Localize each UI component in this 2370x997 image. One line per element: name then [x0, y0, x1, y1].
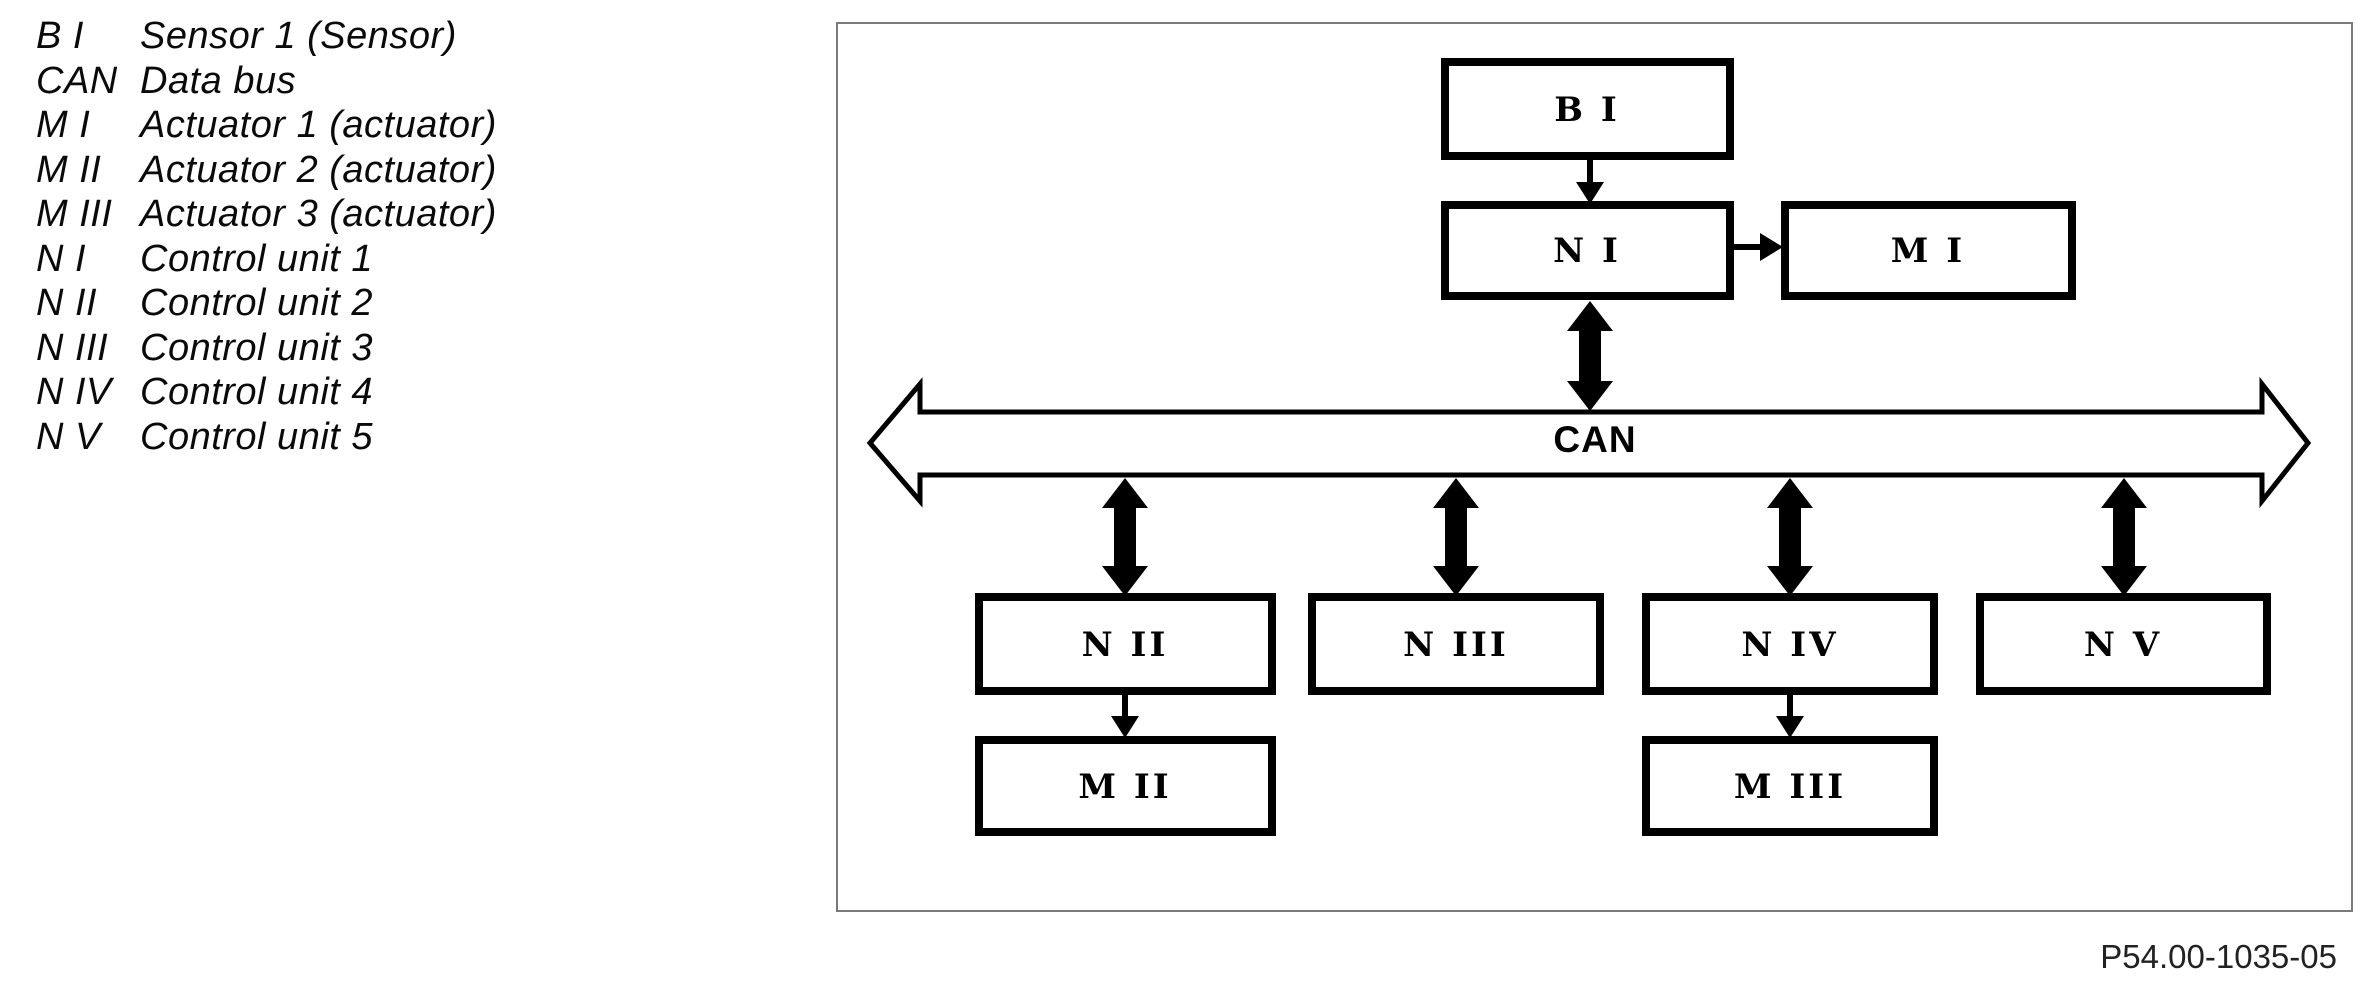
node-miii-label: M III — [1734, 767, 1846, 807]
legend-row: N III Control unit 3 — [36, 326, 497, 371]
bus-link-niv — [1767, 478, 1813, 596]
legend-key: M II — [36, 148, 102, 191]
legend-row: B I Sensor 1 (Sensor) — [36, 14, 497, 59]
node-nv-box — [1976, 593, 2271, 695]
node-ni-label: N I — [1553, 231, 1621, 271]
arrow-niv-to-miii — [1776, 691, 1804, 738]
reference-number: P54.00-1035-05 — [2100, 938, 2337, 975]
diagram-frame — [836, 22, 2353, 912]
node-niii-label: N III — [1403, 625, 1509, 665]
legend-key: CAN — [36, 59, 118, 102]
legend-row: N V Control unit 5 — [36, 415, 497, 460]
bus-link-ni — [1567, 301, 1613, 411]
node-bi: B I — [1441, 58, 1734, 160]
node-niii-box — [1308, 593, 1604, 695]
node-niv: N IV — [1642, 593, 1938, 695]
node-nii: N II — [975, 593, 1276, 695]
node-ni: N I — [1441, 201, 1734, 300]
node-nii-label: N II — [1082, 625, 1169, 665]
legend-row: N II Control unit 2 — [36, 281, 497, 326]
node-nii-box — [975, 593, 1276, 695]
node-nv-label: N V — [2084, 625, 2162, 665]
legend-row: M II Actuator 2 (actuator) — [36, 148, 497, 193]
node-bi-label: B I — [1554, 90, 1619, 130]
can-bus-arrow — [866, 376, 2312, 509]
legend-row: CAN Data bus — [36, 59, 497, 104]
arrow-bi-to-ni — [1576, 156, 1604, 204]
node-mi-label: M I — [1891, 231, 1965, 271]
legend-description: Control unit 3 — [140, 326, 374, 369]
legend-description: Control unit 1 — [140, 237, 374, 280]
legend-row: M I Actuator 1 (actuator) — [36, 103, 497, 148]
node-niv-label: N IV — [1741, 625, 1838, 665]
legend-key: B I — [36, 15, 84, 57]
node-mii-label: M II — [1078, 767, 1171, 807]
legend-key: N II — [36, 282, 98, 324]
legend-row: N IV Control unit 4 — [36, 370, 497, 415]
legend-description: Data bus — [140, 59, 297, 102]
bus-link-nv — [2101, 478, 2147, 596]
bus-link-niii — [1433, 478, 1479, 596]
node-miii-box — [1642, 736, 1938, 836]
legend-description: Actuator 2 (actuator) — [140, 148, 497, 191]
legend: B I Sensor 1 (Sensor) CAN Data bus M I A… — [36, 14, 497, 459]
legend-key: N V — [36, 415, 101, 458]
legend-key: M I — [36, 104, 91, 146]
node-niii: N III — [1308, 593, 1604, 695]
bus-link-nii — [1102, 478, 1148, 596]
node-niv-box — [1642, 593, 1938, 695]
node-bi-box — [1441, 58, 1734, 160]
legend-description: Control unit 5 — [140, 415, 374, 458]
legend-key: M III — [36, 193, 113, 235]
arrow-nii-to-mii — [1111, 691, 1139, 738]
legend-description: Control unit 2 — [140, 282, 374, 324]
legend-key: N III — [36, 326, 109, 369]
legend-row: M III Actuator 3 (actuator) — [36, 192, 497, 237]
node-mi-box — [1781, 201, 2076, 300]
node-mi: M I — [1781, 201, 2076, 300]
node-miii: M III — [1642, 736, 1938, 836]
legend-key: N IV — [36, 371, 112, 413]
legend-description: Control unit 4 — [140, 371, 374, 413]
can-bus-label: CAN — [1553, 419, 1636, 460]
node-nv: N V — [1976, 593, 2271, 695]
arrow-ni-to-mi — [1730, 233, 1783, 261]
node-mii: M II — [975, 736, 1276, 836]
legend-description: Actuator 1 (actuator) — [140, 104, 497, 146]
node-ni-box — [1441, 201, 1734, 300]
legend-description: Actuator 3 (actuator) — [140, 193, 497, 235]
legend-description: Sensor 1 (Sensor) — [140, 15, 457, 57]
legend-row: N I Control unit 1 — [36, 237, 497, 282]
node-mii-box — [975, 736, 1276, 836]
legend-key: N I — [36, 237, 87, 280]
